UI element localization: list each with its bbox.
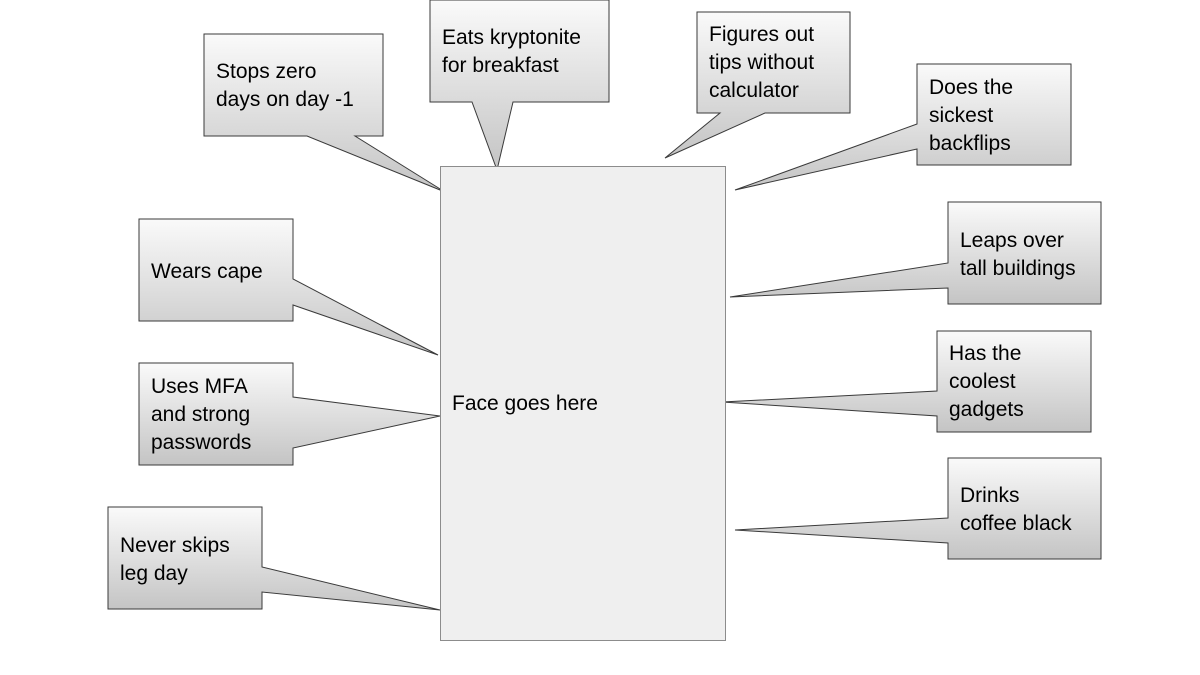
callout-shape-figures-out-tips [664,11,851,159]
face-placeholder-box [440,166,726,641]
callout-shape-eats-kryptonite [429,0,610,172]
callout-shape-leaps-buildings [729,201,1102,305]
callout-shape-never-skips-leg-day [107,506,441,611]
callout-shape-sickest-backflips [734,63,1072,191]
face-placeholder-label: Face goes here [452,392,598,415]
callout-shape-wears-cape [138,218,439,356]
callout-shape-stops-zero-days [203,33,446,193]
callout-shape-drinks-coffee-black [734,457,1102,560]
callout-shape-coolest-gadgets [721,330,1092,433]
callout-shape-uses-mfa [138,362,441,466]
